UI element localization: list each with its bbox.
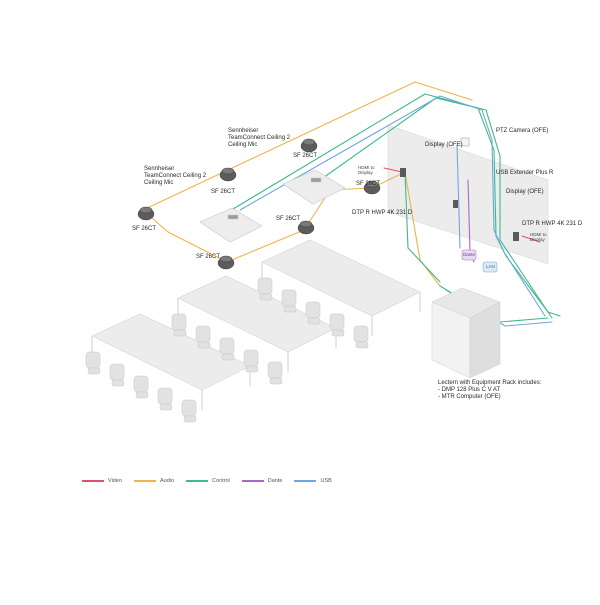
dtp-left-box	[400, 168, 406, 177]
dtp-right-label: DTP R HWP 4K 231 D	[522, 221, 583, 227]
speaker-label-4: SF 26CT	[276, 216, 301, 222]
chair	[353, 325, 369, 349]
usb-extender	[453, 200, 458, 208]
chair	[281, 289, 297, 313]
hdmi-note-left: HDMI to Display	[358, 165, 375, 175]
chair	[85, 351, 101, 375]
chair	[329, 313, 345, 337]
dante-box	[461, 249, 477, 261]
dtp-left-label: DTP R HWP 4K 231 D	[352, 210, 413, 216]
chair	[157, 387, 173, 411]
usb-cable-2	[456, 144, 461, 249]
legend-swatch	[241, 480, 264, 482]
display-right-label: Display (OFE)	[506, 189, 544, 195]
video-cable	[383, 167, 403, 173]
tables	[91, 239, 421, 391]
usb-extender-label: USB Extender Plus R	[496, 170, 554, 176]
chair	[181, 399, 197, 423]
speaker-label-5: SF 26CT	[356, 181, 381, 187]
cable-legend: Video Audio Control Dante USB	[82, 476, 344, 486]
legend-swatch	[294, 480, 317, 482]
chair	[171, 313, 187, 337]
hdmi-note-right: HDMI to Display	[530, 232, 547, 242]
speaker-6	[217, 255, 235, 270]
speaker-1	[300, 138, 318, 153]
mic-label-b: Sennheiser TeamConnect Ceiling 2 Ceiling…	[144, 166, 207, 186]
usb-cable	[239, 95, 546, 317]
dante-tag: Dante	[463, 252, 476, 257]
legend-swatch	[133, 480, 156, 482]
legend-item-video: Video	[82, 478, 122, 484]
speaker-5	[363, 180, 381, 195]
ptz-label: PTZ Camera (OFE)	[496, 128, 549, 134]
speaker-label-6: SF 26CT	[196, 254, 221, 260]
speakers	[137, 138, 381, 270]
video-cable-2	[521, 235, 541, 243]
chair	[195, 325, 211, 349]
display-left-label: Display (OFE)	[425, 142, 463, 148]
chair	[257, 277, 273, 301]
ceiling-mic-right	[282, 169, 346, 205]
chair	[133, 375, 149, 399]
chair	[243, 349, 259, 373]
speaker-2	[219, 167, 237, 182]
chair	[305, 301, 321, 325]
lan-box	[482, 261, 498, 273]
chairs	[85, 277, 369, 423]
speaker-label-1: SF 26CT	[293, 153, 318, 159]
chair	[267, 361, 283, 385]
control-cable	[227, 93, 561, 317]
legend-item-usb: USB	[294, 478, 332, 484]
control-cable-3	[404, 171, 441, 283]
dtp-right-box	[513, 232, 519, 241]
lectern-rack	[431, 287, 501, 379]
legend-item-audio: Audio	[133, 478, 174, 484]
legend-item-control: Control	[186, 478, 230, 484]
lectern-label: Lectern with Equipment Rack includes: - …	[438, 380, 542, 400]
chair	[109, 363, 125, 387]
mic-label-a: Sennheiser TeamConnect Ceiling 2 Ceiling…	[228, 128, 291, 148]
legend-swatch	[186, 480, 209, 482]
audio-cable-top	[142, 81, 473, 211]
chair	[219, 337, 235, 361]
lan-tag: LAN	[486, 264, 495, 269]
speaker-label-3: SF 26CT	[132, 226, 157, 232]
speaker-label-2: SF 26CT	[211, 189, 236, 195]
ptz-camera	[460, 137, 470, 147]
ceiling-mic-left	[199, 207, 263, 243]
speaker-3	[137, 206, 155, 221]
legend-swatch	[82, 480, 104, 482]
speaker-4	[297, 220, 315, 235]
legend-item-dante: Dante	[241, 478, 282, 484]
